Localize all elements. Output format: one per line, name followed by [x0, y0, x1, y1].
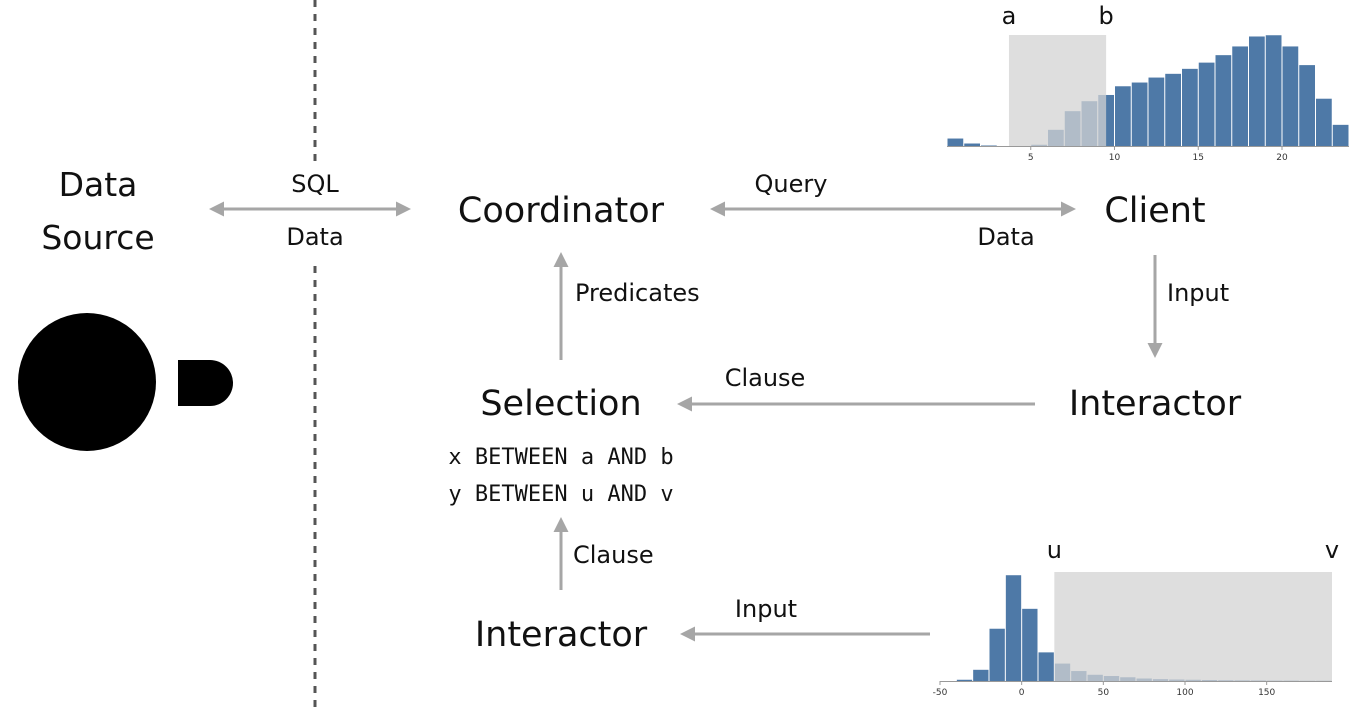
histogram-bar — [964, 143, 980, 146]
database-icon — [18, 313, 233, 451]
coordinator-label: Coordinator — [458, 191, 665, 231]
x-tick-label: 0 — [1019, 688, 1025, 698]
selection-clause-1: x BETWEEN a AND b — [448, 445, 673, 470]
edge-label-data-right: Data — [977, 223, 1034, 251]
histogram-bar — [989, 628, 1005, 681]
interactor-top-label: Interactor — [1069, 384, 1242, 424]
histogram-bar — [1232, 46, 1248, 146]
histogram-bar — [1131, 82, 1148, 146]
histogram-bar — [1299, 65, 1315, 146]
histogram-bar — [947, 138, 964, 146]
edge-label-clause-bottom: Clause — [573, 541, 654, 569]
histogram-bar — [973, 669, 989, 681]
x-tick-label: 100 — [1176, 688, 1193, 698]
histogram-top[interactable]: a b 5 10 15 20 — [947, 2, 1349, 163]
histogram-bottom[interactable]: u v -50 0 50 100 150 — [933, 536, 1339, 698]
brush-selection[interactable] — [1054, 572, 1332, 681]
edge-label-input-bottom: Input — [735, 595, 797, 623]
x-tick-label: 50 — [1098, 688, 1110, 698]
x-tick-label: 5 — [1028, 153, 1034, 163]
data-source-label-line2: Source — [41, 218, 154, 257]
brush-start-label: u — [1047, 536, 1062, 564]
x-tick-label: 150 — [1258, 688, 1275, 698]
histogram-bar — [956, 679, 973, 681]
brush-end-label: b — [1099, 2, 1114, 30]
edge-label-clause-top: Clause — [725, 364, 806, 392]
x-tick-label: 20 — [1276, 153, 1288, 163]
histogram-bar — [1115, 86, 1131, 146]
x-tick-label: -50 — [933, 688, 948, 698]
selection-clause-2: y BETWEEN u AND v — [448, 482, 673, 507]
histogram-bar — [1332, 124, 1349, 146]
edge-label-input-right: Input — [1167, 279, 1229, 307]
data-source-label-line1: Data — [59, 165, 138, 204]
brush-start-label: a — [1002, 2, 1017, 30]
client-label: Client — [1104, 191, 1205, 231]
brush-end-label: v — [1325, 536, 1339, 564]
edge-label-sql: SQL — [291, 170, 339, 198]
histogram-bar — [1022, 608, 1038, 681]
edge-label-data-left: Data — [286, 223, 343, 251]
histogram-bar — [1182, 68, 1198, 146]
histogram-bar — [1316, 98, 1332, 146]
histogram-bar — [1282, 46, 1299, 146]
histogram-bar — [1265, 35, 1282, 146]
edge-label-query: Query — [755, 170, 828, 198]
histogram-bar — [1148, 77, 1165, 146]
brush-selection[interactable] — [1008, 35, 1107, 146]
histogram-bar — [1249, 36, 1265, 146]
x-tick-label: 15 — [1193, 153, 1204, 163]
histogram-bar — [1038, 652, 1054, 681]
edge-label-predicates: Predicates — [575, 279, 700, 307]
histogram-bar — [1005, 575, 1022, 681]
histogram-bar — [1198, 62, 1215, 146]
x-tick-label: 10 — [1109, 153, 1121, 163]
interactor-bottom-label: Interactor — [475, 615, 648, 655]
histogram-bar — [1165, 73, 1181, 146]
histogram-bar — [1215, 55, 1232, 146]
selection-label: Selection — [480, 384, 641, 424]
